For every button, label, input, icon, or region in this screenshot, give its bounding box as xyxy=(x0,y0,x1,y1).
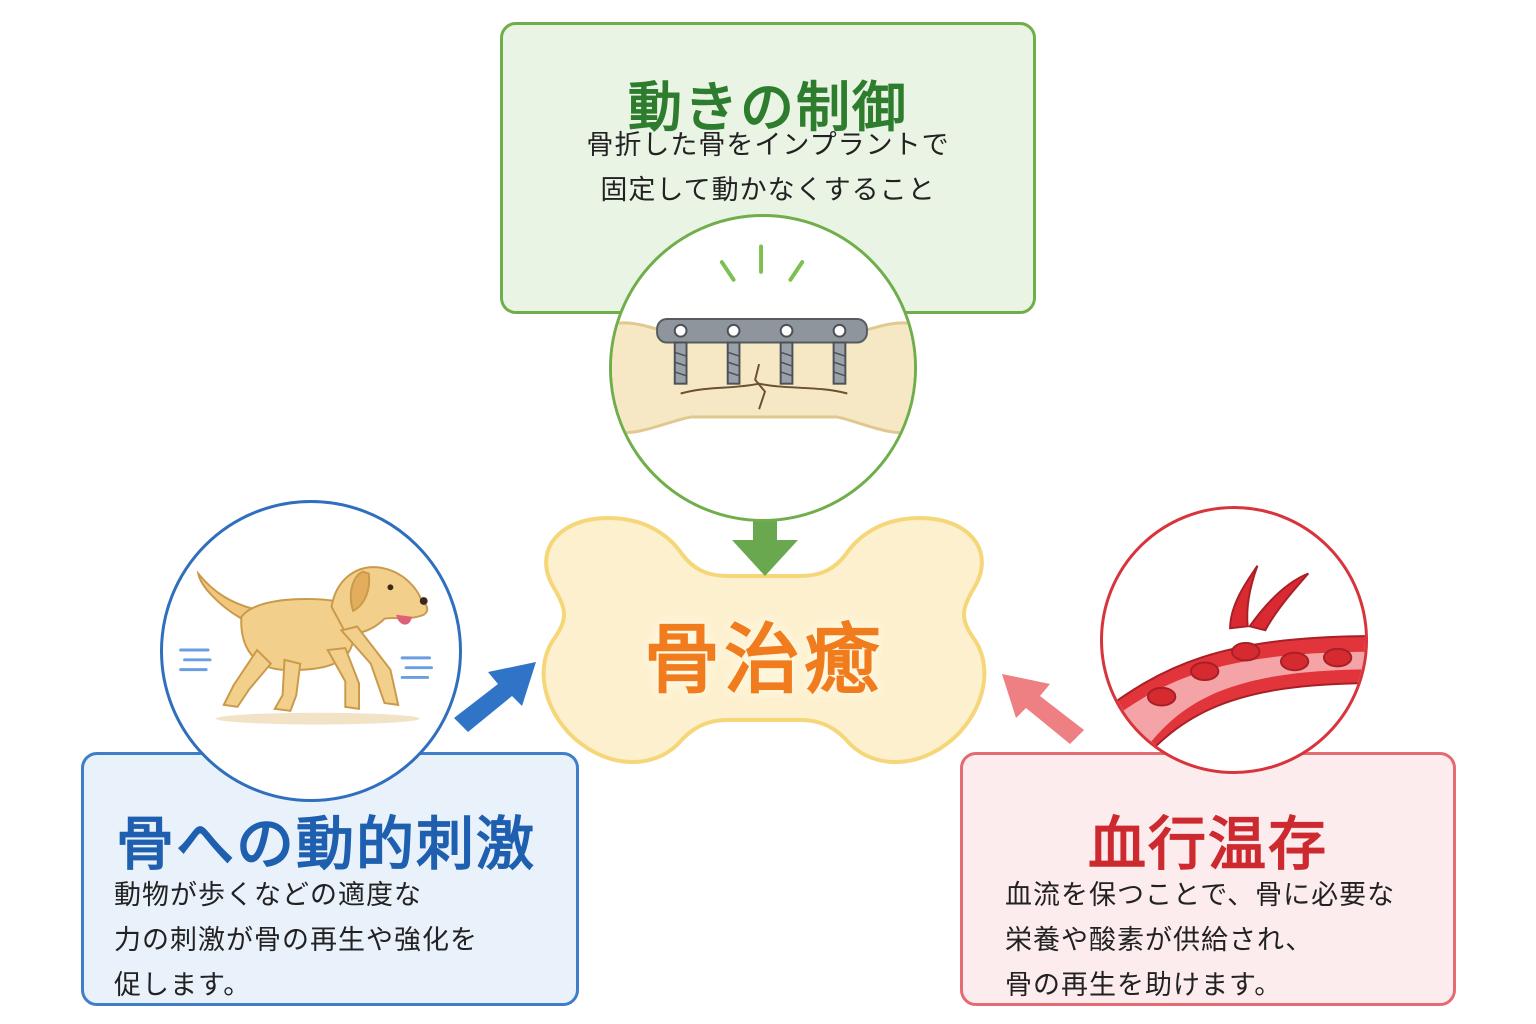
bone-plate-illustration xyxy=(609,214,917,522)
dynamic-stimulation-heading: 骨への動的刺激 xyxy=(116,810,537,878)
motion-control-line-1: 骨折した骨をインプラントで xyxy=(586,130,950,161)
dynamic-stimulation-card: 骨への動的刺激 動物が歩くなどの適度な 力の刺激が骨の再生や強化を 促します。 xyxy=(81,752,579,1006)
motion-control-line-2: 固定して動かなくすること xyxy=(600,175,936,206)
blood-preservation-line-2: 栄養や酸素が供給され、 xyxy=(1005,925,1314,956)
blood-preservation-line-3: 骨の再生を助けます。 xyxy=(1005,970,1283,1001)
up-right-arrow-icon xyxy=(454,662,536,732)
bone-healing-label: 骨治癒 xyxy=(644,615,884,704)
dynamic-stimulation-line-1: 動物が歩くなどの適度な xyxy=(114,880,422,911)
blood-vessel-icon xyxy=(1103,565,1365,771)
blood-preservation-description: 血流を保つことで、骨に必要な 栄養や酸素が供給され、 骨の再生を助けます。 xyxy=(1005,873,1395,1008)
dynamic-stimulation-line-3: 促します。 xyxy=(114,970,252,1001)
motion-control-heading: 動きの制御 xyxy=(628,76,908,139)
walking-dog-icon xyxy=(179,566,434,725)
blood-preservation-heading: 血行温存 xyxy=(1087,810,1328,878)
dynamic-stimulation-description: 動物が歩くなどの適度な 力の刺激が骨の再生や強化を 促します。 xyxy=(114,873,478,1008)
motion-control-description: 骨折した骨をインプラントで 固定して動かなくすること xyxy=(503,123,1033,213)
dynamic-stimulation-line-2: 力の刺激が骨の再生や強化を xyxy=(114,925,478,956)
bone-plate-screws-icon xyxy=(612,244,914,435)
up-left-arrow-icon xyxy=(1002,674,1084,744)
walking-dog-illustration xyxy=(160,500,462,802)
blood-preservation-line-1: 血流を保つことで、骨に必要な xyxy=(1005,880,1396,911)
blood-vessel-illustration xyxy=(1100,506,1368,774)
blood-preservation-card: 血行温存 血流を保つことで、骨に必要な 栄養や酸素が供給され、 骨の再生を助けま… xyxy=(960,752,1456,1006)
center-bone-shape xyxy=(541,515,987,764)
